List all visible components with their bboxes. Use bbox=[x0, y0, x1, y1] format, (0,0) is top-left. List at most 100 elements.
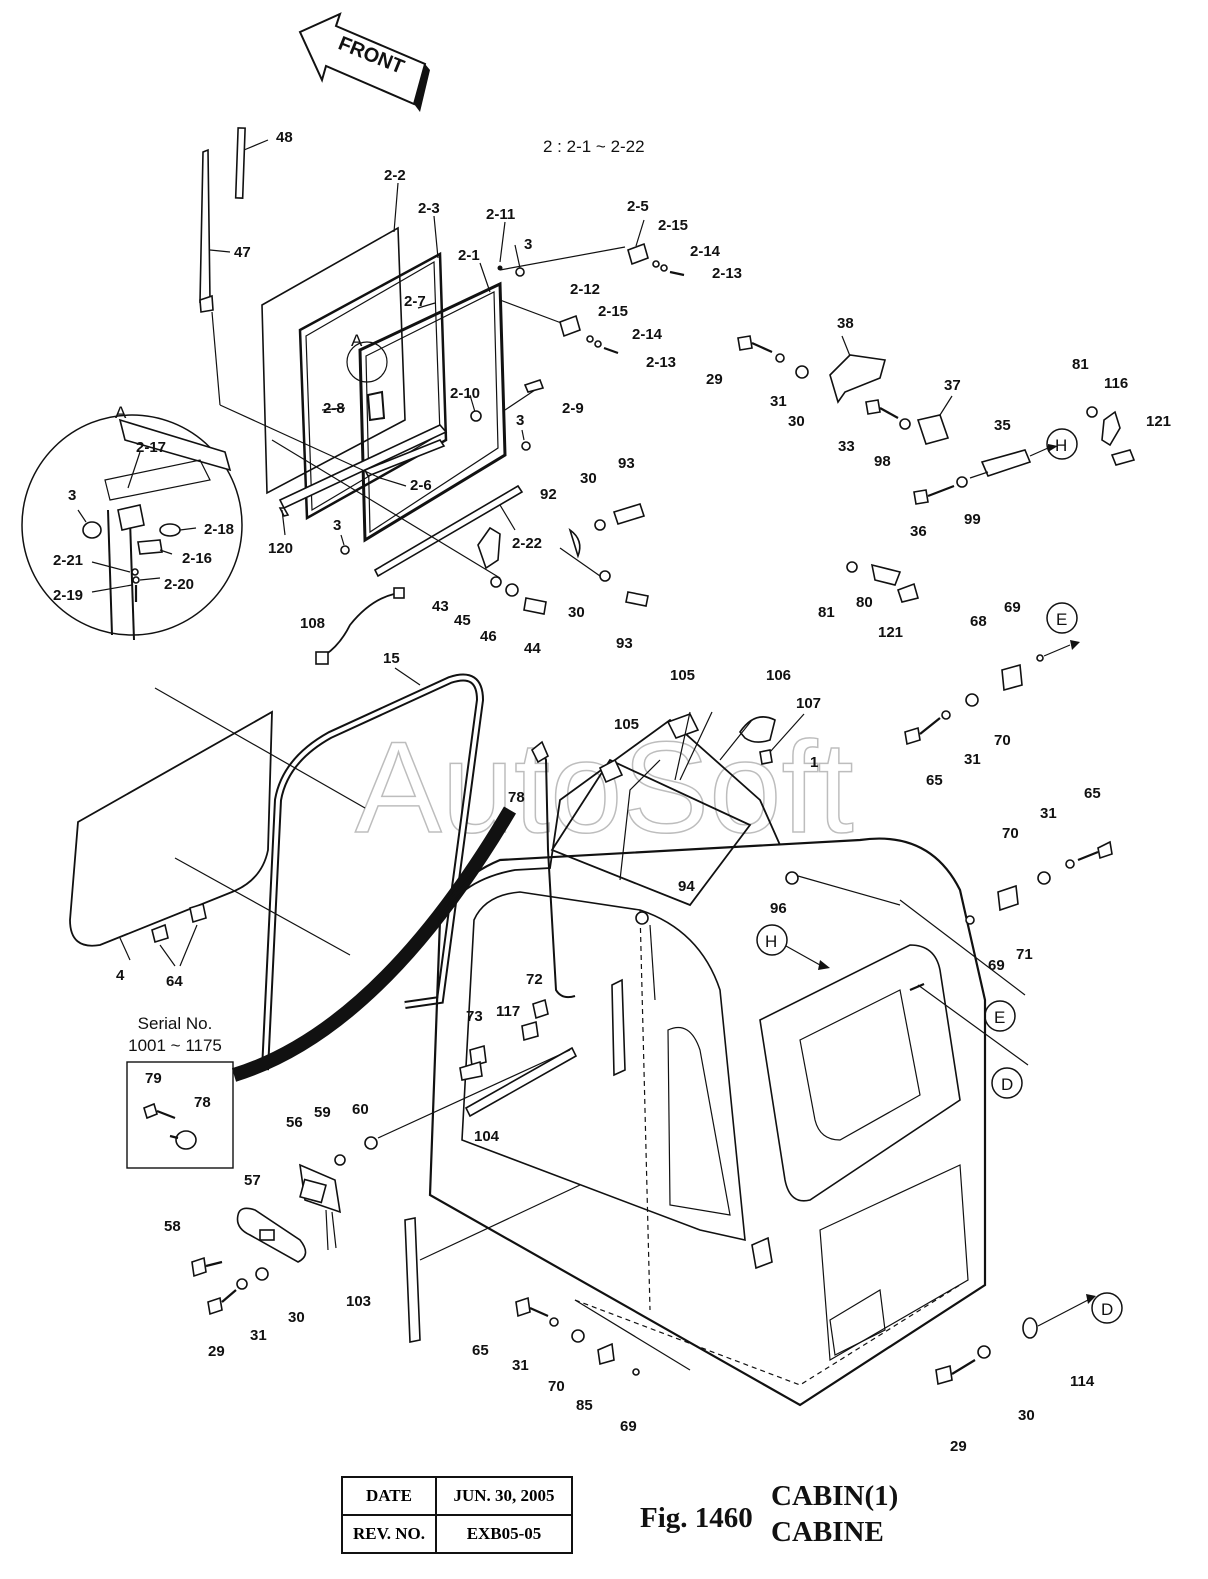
part-label: 108 bbox=[300, 615, 325, 632]
figure-number: Fig. 1460 bbox=[640, 1502, 753, 1534]
part-label: 70 bbox=[994, 732, 1011, 749]
part-label: 2-2 bbox=[384, 167, 406, 184]
part-label: 30 bbox=[568, 604, 585, 621]
part-label: 3 bbox=[333, 517, 341, 534]
part-label: 94 bbox=[678, 878, 695, 895]
part-label: 45 bbox=[454, 612, 471, 629]
part-label: 36 bbox=[910, 523, 927, 540]
part-label: 121 bbox=[1146, 413, 1171, 430]
part-label: 33 bbox=[838, 438, 855, 455]
part-label: 29 bbox=[950, 1438, 967, 1455]
part-label: 69 bbox=[620, 1418, 637, 1435]
part-label: 120 bbox=[268, 540, 293, 557]
part-label: 2-15 bbox=[598, 303, 628, 320]
part-label: 117 bbox=[496, 1003, 520, 1020]
part-label: 59 bbox=[314, 1104, 331, 1121]
part-label: 73 bbox=[466, 1008, 483, 1025]
part-label: 56 bbox=[286, 1114, 303, 1131]
part-label: 58 bbox=[164, 1218, 181, 1235]
part-label: 78 bbox=[194, 1094, 211, 1111]
part-label: 2-10 bbox=[450, 385, 480, 402]
serial-inset bbox=[126, 1061, 234, 1169]
part-label: 80 bbox=[856, 594, 873, 611]
callout-d-cabin: D bbox=[1001, 1075, 1013, 1094]
part-label: 121 bbox=[878, 624, 903, 641]
part-label: 3 bbox=[524, 236, 532, 253]
detail-a-marker: A bbox=[351, 331, 363, 350]
part-label: 38 bbox=[837, 315, 854, 332]
callout-e-cabin: E bbox=[994, 1008, 1005, 1027]
part-label: 72 bbox=[526, 971, 543, 988]
revision-table: DATE JUN. 30, 2005 REV. NO. EXB05-05 bbox=[341, 1476, 573, 1554]
part-label: 104 bbox=[474, 1128, 500, 1145]
part-number-labels: 48 47 2-2 2-3 2-11 3 2-1 2-7 2-5 2-15 2-… bbox=[53, 129, 1171, 1455]
callout-d-bottom: D bbox=[1101, 1300, 1113, 1319]
part-label: 69 bbox=[988, 957, 1005, 974]
part-label: 85 bbox=[576, 1397, 593, 1414]
front-window-assembly bbox=[219, 182, 685, 579]
figure-title-line1: CABIN(1) bbox=[771, 1480, 899, 1512]
part-label: 98 bbox=[874, 453, 891, 470]
wiper-assembly bbox=[199, 127, 269, 406]
part-label: 30 bbox=[580, 470, 597, 487]
upper-right-hardware bbox=[737, 335, 1136, 603]
detail-a-circle bbox=[21, 414, 243, 641]
part-label: 30 bbox=[788, 413, 805, 430]
part-label: 65 bbox=[926, 772, 943, 789]
detail-a-label: A bbox=[115, 403, 127, 422]
part-label: 2-6 bbox=[410, 477, 432, 494]
part-label: 93 bbox=[616, 635, 633, 652]
serial-range: 1001 ~ 1175 bbox=[128, 1036, 222, 1055]
part-label: 2-3 bbox=[418, 200, 440, 217]
part-label: 30 bbox=[1018, 1407, 1035, 1424]
part-label: 116 bbox=[1104, 375, 1128, 392]
part-label: 2-17 bbox=[136, 439, 166, 456]
part-label: 31 bbox=[1040, 805, 1057, 822]
part-label: 2-19 bbox=[53, 587, 83, 604]
part-label: 48 bbox=[276, 129, 293, 146]
part-label: 68 bbox=[970, 613, 987, 630]
part-label: 31 bbox=[770, 393, 787, 410]
part-label: 64 bbox=[166, 973, 183, 990]
part-label: 35 bbox=[994, 417, 1011, 434]
part-label: 79 bbox=[145, 1070, 162, 1087]
part-label: 65 bbox=[472, 1342, 489, 1359]
part-label: 60 bbox=[352, 1101, 369, 1118]
part-label: 2-20 bbox=[164, 576, 194, 593]
part-label: 15 bbox=[383, 650, 400, 667]
figure-title: CABIN(1) CABINE bbox=[771, 1478, 898, 1550]
part-label: 92 bbox=[540, 486, 557, 503]
part-label: 2-15 bbox=[658, 217, 688, 234]
part-label: 30 bbox=[288, 1309, 305, 1326]
part-label: 96 bbox=[770, 900, 787, 917]
figure-title-line2: CABINE bbox=[771, 1516, 884, 1548]
watermark: AutoSoft bbox=[355, 714, 854, 860]
lower-right-hardware bbox=[935, 1292, 1123, 1386]
part-label: 29 bbox=[208, 1343, 225, 1360]
part-label: 2-14 bbox=[690, 243, 721, 260]
date-label: DATE bbox=[341, 1476, 437, 1516]
part-label: 2-7 bbox=[404, 293, 426, 310]
part-label: 3 bbox=[68, 487, 76, 504]
part-label: 106 bbox=[766, 667, 791, 684]
part-label: 46 bbox=[480, 628, 497, 645]
part-label: 81 bbox=[818, 604, 835, 621]
part-label: 70 bbox=[548, 1378, 565, 1395]
part-label: 65 bbox=[1084, 785, 1101, 802]
part-label: 78 bbox=[508, 789, 525, 806]
part-label: 2-13 bbox=[646, 354, 676, 371]
serial-note: Serial No. 1001 ~ 1175 bbox=[120, 1013, 230, 1057]
part-label: 31 bbox=[512, 1357, 529, 1374]
lower-left-hardware bbox=[191, 1049, 581, 1343]
part-label: 99 bbox=[964, 511, 981, 528]
middle-hardware bbox=[315, 503, 649, 665]
callout-h-cabin: H bbox=[765, 932, 777, 951]
callout-h-top: H bbox=[1055, 436, 1067, 455]
part-label: 2-22 bbox=[512, 535, 542, 552]
part-label: 2-18 bbox=[204, 521, 234, 538]
rev-label: REV. NO. bbox=[341, 1514, 437, 1554]
part-label: 107 bbox=[796, 695, 821, 712]
group-note: 2 : 2-1 ~ 2-22 bbox=[543, 137, 645, 156]
part-label: 2-8 bbox=[323, 400, 345, 417]
